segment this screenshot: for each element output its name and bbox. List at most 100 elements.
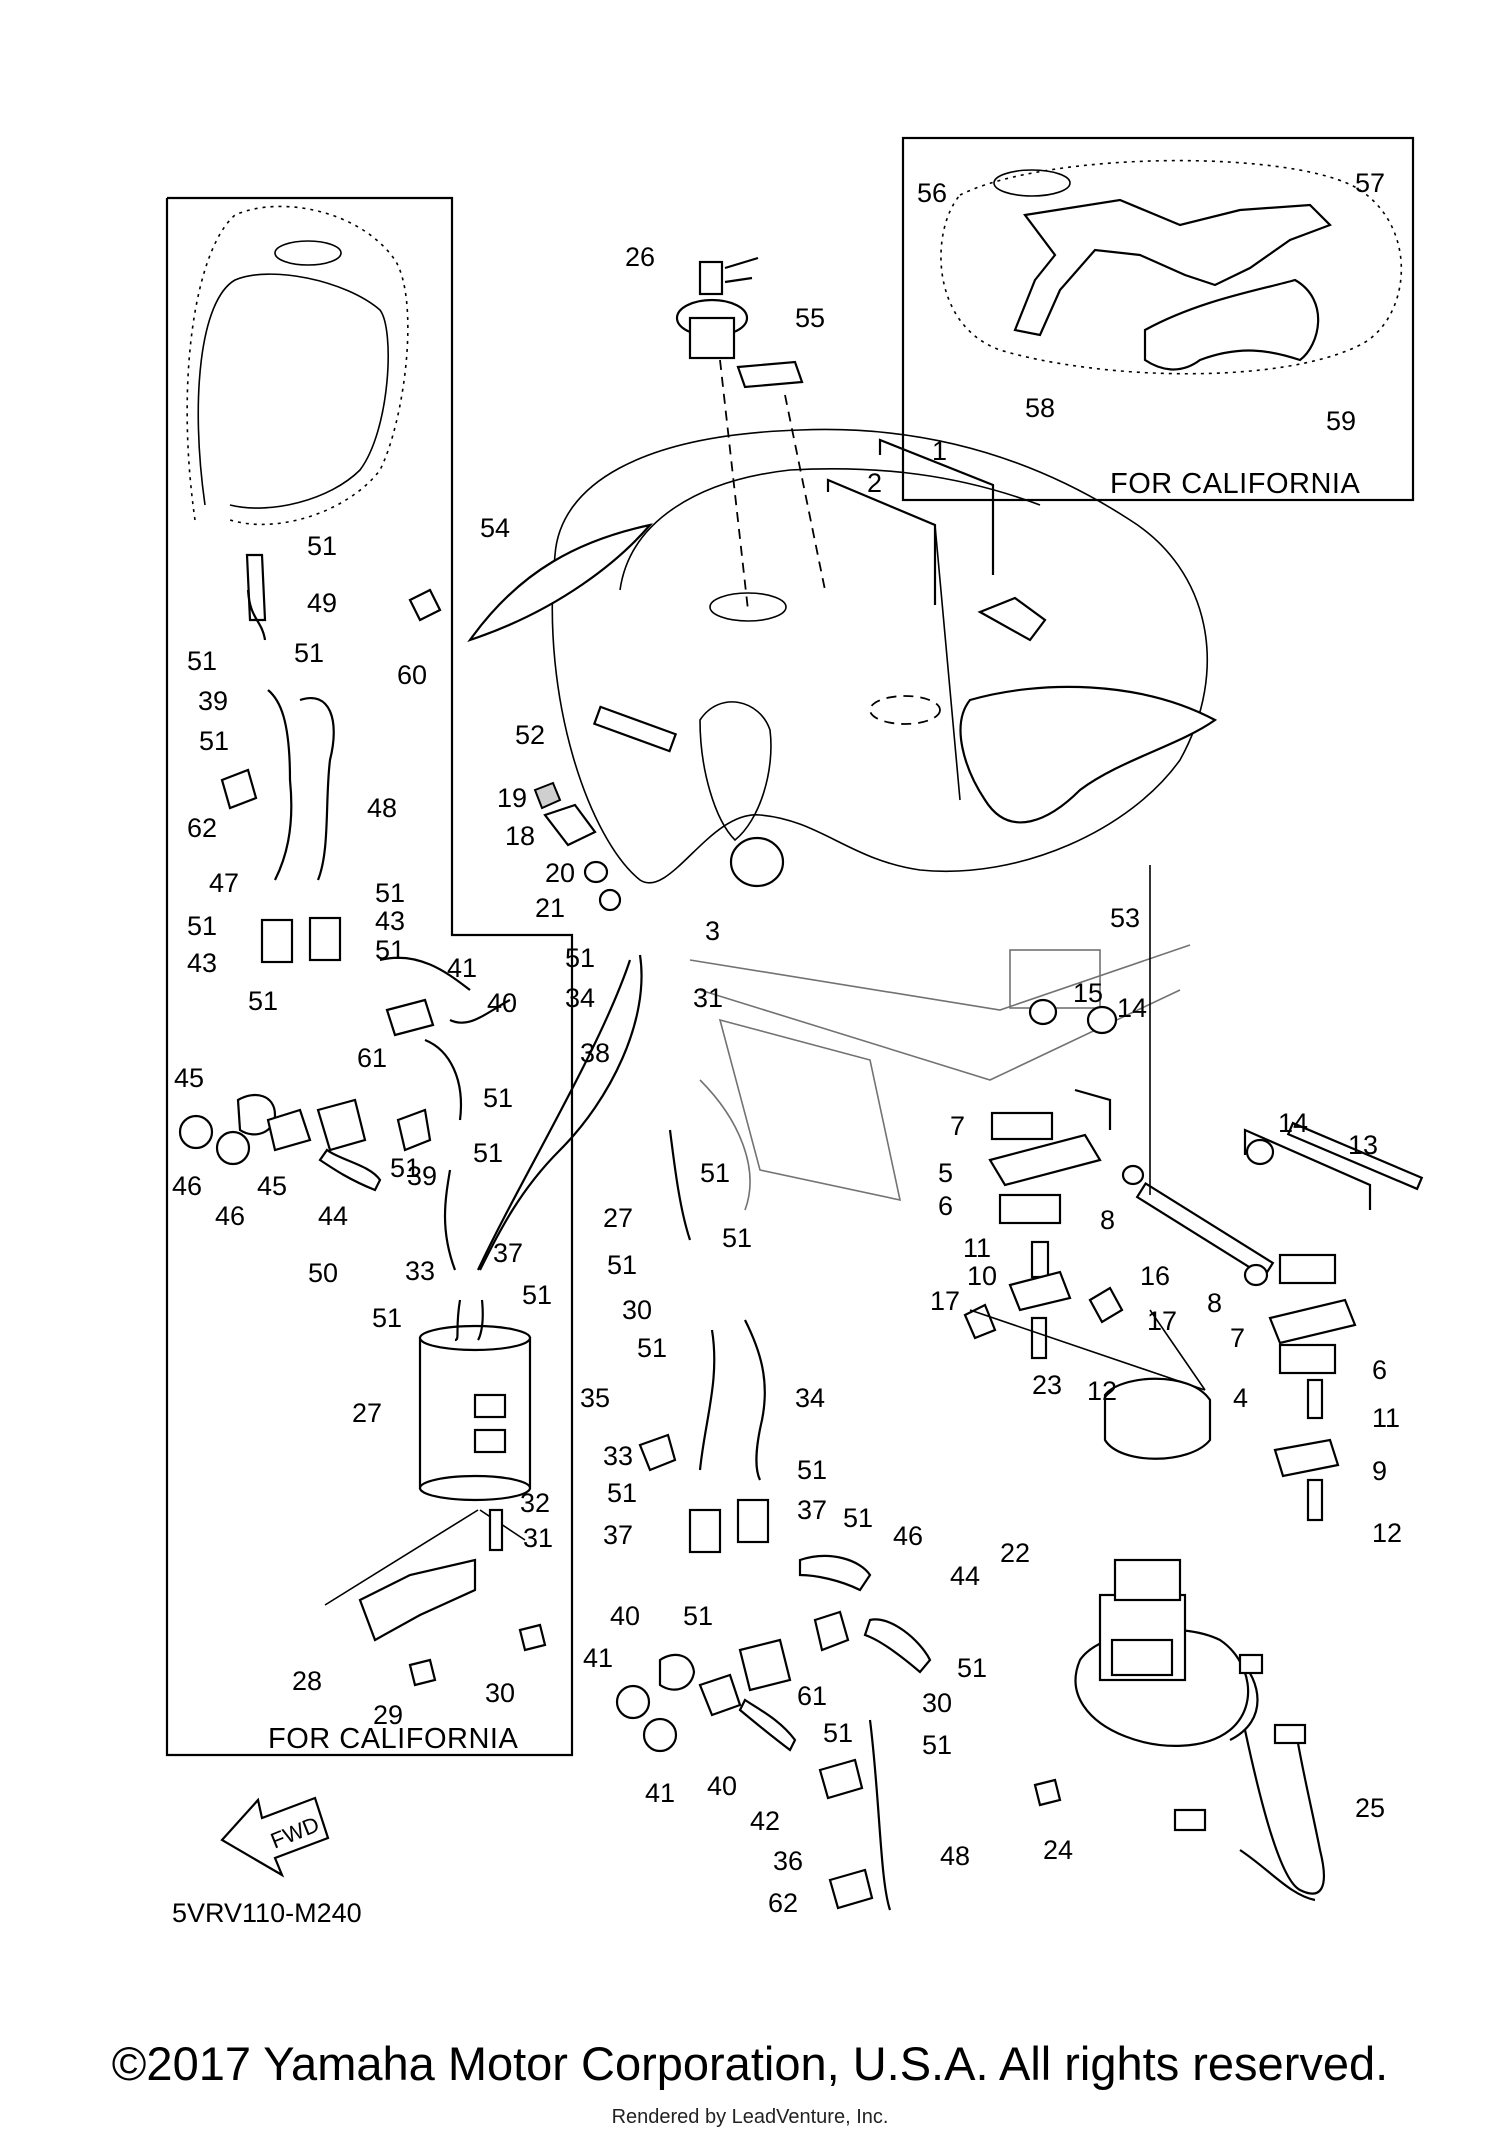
copyright-text: ©2017 Yamaha Motor Corporation, U.S.A. A… [111, 2037, 1389, 2090]
callout: 61 [357, 1043, 388, 1073]
callout: 44 [950, 1561, 981, 1591]
callout: 51 [922, 1730, 953, 1760]
callout: 26 [625, 242, 656, 272]
callout: 51 [700, 1158, 731, 1188]
callout: 19 [497, 783, 528, 813]
callout: 51 [375, 878, 406, 908]
callout: 5 [938, 1158, 954, 1188]
callout: 49 [307, 588, 338, 618]
callout: 31 [523, 1523, 554, 1553]
callout: 30 [622, 1295, 653, 1325]
callout: 48 [940, 1841, 971, 1871]
callout: 34 [565, 983, 596, 1013]
callout: 39 [407, 1161, 438, 1191]
callout: 17 [930, 1286, 961, 1316]
callout: 32 [520, 1488, 551, 1518]
callout: 30 [922, 1688, 953, 1718]
callout: 39 [198, 686, 229, 716]
callout: 51 [607, 1478, 638, 1508]
callout: 53 [1110, 903, 1141, 933]
callout: 16 [1140, 1261, 1171, 1291]
callout: 51 [637, 1333, 668, 1363]
watermark-text: Rendered by LeadVenture, Inc. [611, 2106, 889, 2128]
callout: 7 [1230, 1323, 1246, 1353]
callout: 34 [795, 1383, 826, 1413]
callout: 6 [938, 1191, 954, 1221]
callout: 33 [603, 1441, 634, 1471]
callout: 37 [797, 1495, 828, 1525]
callout: 27 [603, 1203, 634, 1233]
callout: 46 [172, 1171, 203, 1201]
callout: 36 [773, 1846, 804, 1876]
callout: 41 [447, 953, 478, 983]
callout: 20 [545, 858, 576, 888]
callout: 62 [768, 1888, 799, 1918]
emblem-53 [959, 685, 1218, 824]
callout: 51 [522, 1280, 553, 1310]
main-fuel-tank [551, 428, 1218, 884]
callout: 52 [515, 720, 546, 750]
callout: 42 [750, 1806, 781, 1836]
california-evap-frame [165, 196, 574, 1757]
decal-54 [467, 523, 653, 643]
callout: 2 [867, 468, 883, 498]
callout: 51 [823, 1718, 854, 1748]
callout: 51 [248, 986, 279, 1016]
callout: 28 [292, 1666, 323, 1696]
callout: 51 [187, 911, 218, 941]
callout: 51 [683, 1601, 714, 1631]
callout: 40 [487, 988, 518, 1018]
callout: 33 [405, 1256, 436, 1286]
callout: 23 [1032, 1370, 1063, 1400]
fuel-cap-26 [675, 256, 759, 360]
left-hoses [178, 588, 511, 1192]
fwd-arrow [220, 1796, 330, 1878]
callout: 56 [917, 178, 948, 208]
heat-shield-59 [1143, 278, 1320, 371]
inset-tank [940, 159, 1403, 375]
callout: 3 [705, 916, 721, 946]
callout: 7 [950, 1111, 966, 1141]
bracket-28 [358, 1558, 477, 1642]
callout: 51 [375, 935, 406, 965]
callout: 41 [583, 1643, 614, 1673]
callout: 11 [1372, 1403, 1401, 1433]
callout: 31 [693, 983, 724, 1013]
callout: 57 [1355, 168, 1386, 198]
callout: 38 [580, 1038, 611, 1068]
callout: 43 [187, 948, 218, 978]
callout: 30 [485, 1678, 516, 1708]
callout: 54 [480, 513, 511, 543]
callout: 14 [1117, 993, 1148, 1023]
callout: 4 [1233, 1383, 1249, 1413]
callout: 43 [375, 906, 406, 936]
callout: 59 [1326, 406, 1357, 436]
callout: 62 [187, 813, 218, 843]
callout: 41 [645, 1778, 676, 1808]
callout: 51 [722, 1223, 753, 1253]
callout: 51 [843, 1503, 874, 1533]
callout: 14 [1278, 1108, 1309, 1138]
callout: 13 [1348, 1130, 1379, 1160]
callout: 11 [963, 1233, 992, 1263]
callout: 12 [1087, 1376, 1118, 1406]
callout: 15 [1073, 978, 1104, 1008]
callout: 9 [1372, 1456, 1388, 1486]
callout: 25 [1355, 1793, 1386, 1823]
callout: 51 [372, 1303, 403, 1333]
callout: 8 [1207, 1288, 1223, 1318]
callout: 22 [1000, 1538, 1031, 1568]
callout: 37 [493, 1238, 524, 1268]
callout: 51 [199, 726, 230, 756]
callout: 37 [603, 1520, 634, 1550]
callout: 55 [795, 303, 826, 333]
heat-shield-56-57 [1013, 198, 1332, 337]
callout: 8 [1100, 1205, 1116, 1235]
damper-52 [592, 705, 678, 753]
callout: 48 [367, 793, 398, 823]
callout: 51 [483, 1083, 514, 1113]
callout: 40 [610, 1601, 641, 1631]
callout: 29 [373, 1700, 404, 1730]
